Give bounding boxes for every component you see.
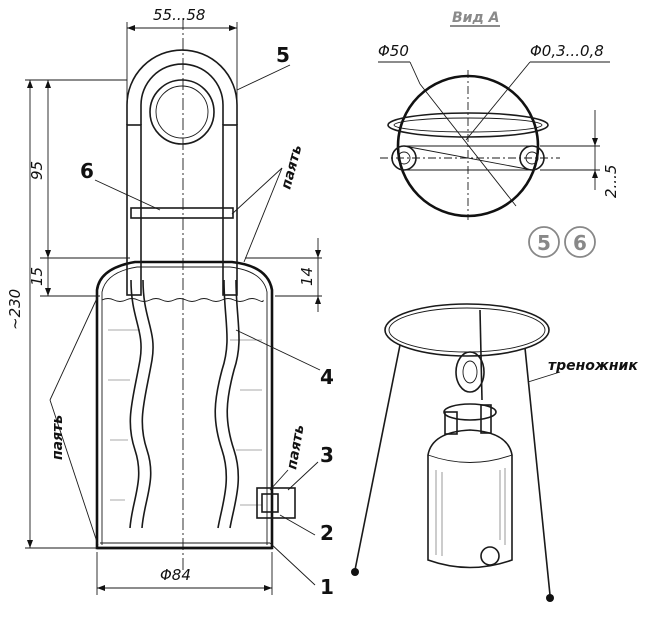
dim-total-height: ~230 — [6, 289, 24, 330]
label-solder-top: паять — [278, 143, 305, 191]
view-a — [378, 25, 610, 220]
view-a-gap: 2...5 — [602, 165, 620, 198]
circled-part-numbers — [528, 226, 596, 258]
part-number-4: 4 — [320, 365, 334, 389]
part-number-2: 2 — [320, 521, 334, 545]
part-number-6: 6 — [80, 159, 94, 183]
fill-plug — [256, 487, 296, 519]
dim-diameter-84: Φ84 — [160, 566, 191, 584]
dim-height-95: 95 — [28, 161, 46, 180]
leader-lines — [49, 64, 321, 586]
part-number-1: 1 — [320, 575, 334, 599]
dim-ring-width: 55...58 — [153, 6, 205, 24]
circled-number-5: 5 — [537, 231, 551, 255]
tripod-view — [351, 303, 561, 602]
dim-height-15: 15 — [28, 267, 46, 286]
bridge-plate — [130, 207, 234, 219]
tubes — [126, 124, 238, 296]
part-number-5: 5 — [276, 43, 290, 67]
wicks — [129, 279, 240, 529]
view-a-hole-diameter: Φ0,3...0,8 — [530, 42, 604, 60]
circled-number-6: 6 — [573, 231, 587, 255]
label-solder-plug: паять — [284, 423, 308, 470]
container-body — [95, 260, 274, 550]
view-a-phi50: Φ50 — [378, 42, 409, 60]
main-view — [25, 18, 322, 595]
ring — [126, 49, 238, 145]
tripod-label: треножник — [548, 358, 638, 374]
view-a-title: Вид А — [452, 10, 500, 26]
part-number-3: 3 — [320, 443, 334, 467]
label-solder-left: паять — [50, 415, 66, 460]
dimension-lines — [25, 22, 322, 595]
dim-height-14: 14 — [298, 267, 316, 286]
